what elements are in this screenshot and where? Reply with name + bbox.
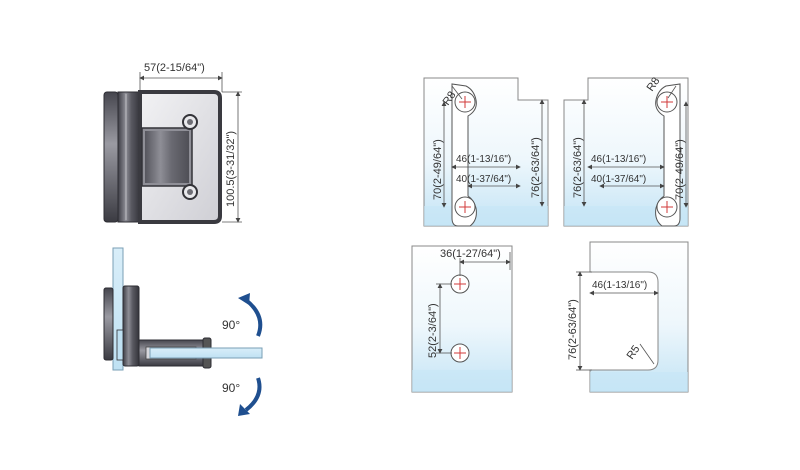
width-outer-label: 46(1-13/16"): [591, 154, 646, 165]
total-height-label: 76(2-63/64"): [572, 137, 584, 198]
clamp-inner: [122, 285, 140, 367]
radius-leader: [667, 85, 677, 99]
hinge-front-view: 57(2-15/64") 100.5(3-31/32"): [103, 62, 242, 224]
notch-height-label: 76(2-63/64"): [567, 299, 579, 360]
width-outer-label: 46(1-13/16"): [456, 154, 511, 165]
rotate-close-arrow-icon: [244, 377, 262, 412]
hole-center-mark: [459, 201, 471, 213]
glass-tint: [412, 370, 512, 392]
cutout-right-diagram: R8 76(2-63/64") 70(2-49/64") 46(1-13/16"…: [563, 75, 689, 227]
radius-label: R5: [625, 343, 643, 361]
clamp-outer: [103, 287, 114, 361]
arrow-head: [238, 293, 250, 305]
radius-leader: [639, 343, 655, 365]
width-inner-label: 40(1-37/64"): [591, 174, 646, 185]
hinge-body: [117, 91, 141, 223]
angle-open-label: 90°: [222, 318, 240, 332]
hole-spacing-label: 52(2-3/64"): [427, 303, 439, 358]
glass-tint: [424, 206, 548, 226]
hinge-top-view: 90° 90°: [103, 247, 263, 416]
hole-center-mark: [459, 96, 471, 108]
arrow-head: [238, 404, 250, 416]
hole-center-mark: [661, 201, 673, 213]
height-label: 70(2-49/64"): [432, 139, 444, 200]
holes-panel-diagram: 36(1-27/64") 52(2-3/64"): [411, 245, 513, 393]
width-inner-label: 40(1-37/64"): [456, 174, 511, 185]
glass-tint: [590, 372, 688, 392]
hole-center-mark: [661, 96, 673, 108]
rotate-open-arrow-icon: [244, 298, 263, 337]
notch-panel-diagram: 76(2-63/64") 46(1-13/16") R5: [567, 241, 689, 393]
hole-center-mark: [454, 347, 466, 359]
glass-pane-horizontal: [149, 347, 263, 359]
glass-panel: [589, 241, 689, 393]
angle-close-label: 90°: [222, 381, 240, 395]
hole-offset-label: 36(1-27/64"): [440, 248, 501, 260]
cutout-left-diagram: R8 70(2-49/64") 76(2-63/64") 46(1-13/16"…: [423, 77, 549, 227]
hole-center-mark: [454, 278, 466, 290]
radius-leader: [451, 85, 463, 100]
hinge-clamp-left: [103, 91, 119, 223]
glass-panel: [411, 245, 513, 393]
notch-width-label: 46(1-13/16"): [592, 280, 647, 291]
total-height-label: 76(2-63/64"): [530, 137, 542, 198]
hinge-leaf-shade: [145, 131, 189, 183]
hinge-height-label: 100.5(3-31/32"): [225, 131, 237, 207]
clamp-gap: [116, 329, 124, 361]
screw-center: [187, 189, 193, 195]
height-label: 70(2-49/64"): [674, 139, 686, 200]
hinge-width-label: 57(2-15/64"): [144, 62, 205, 74]
screw-center: [187, 119, 193, 125]
